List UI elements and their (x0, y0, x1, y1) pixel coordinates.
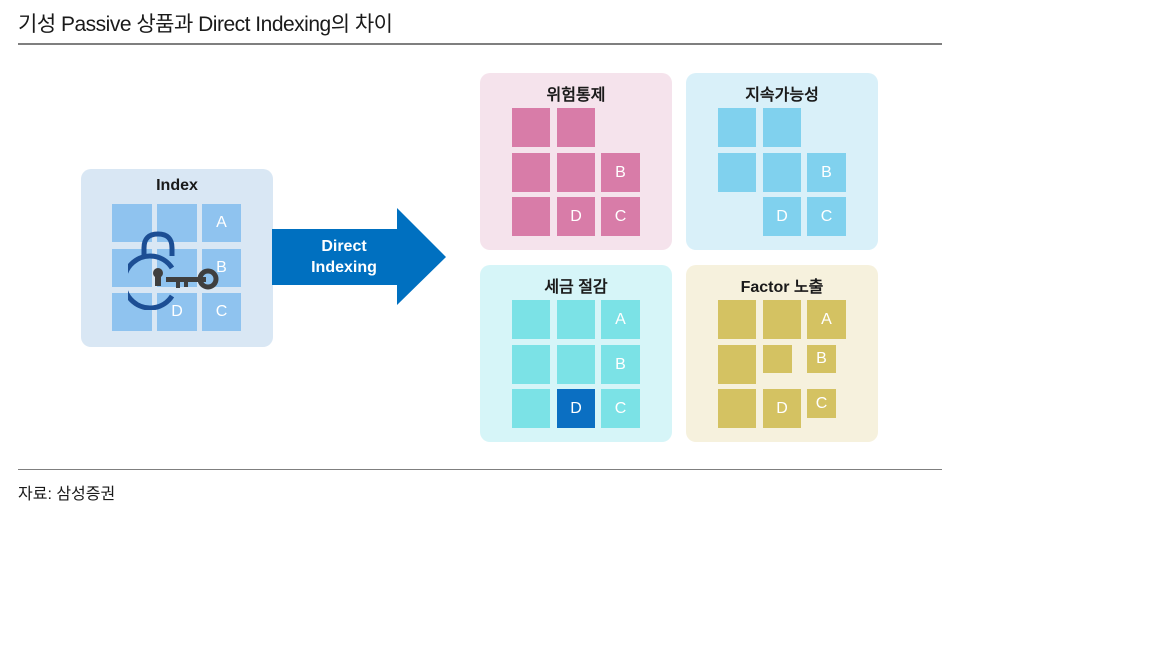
factor-cell-c: C (807, 389, 836, 418)
factor-cell (718, 389, 756, 428)
risk-control-cell (512, 153, 550, 192)
factor-cell-b: B (807, 345, 836, 373)
index-cell-d: D (157, 293, 197, 331)
tax-saving-cell-c: C (601, 389, 640, 428)
tax-saving-cell (557, 300, 595, 339)
risk-control-cell (512, 108, 550, 147)
direct-indexing-arrow (272, 208, 446, 305)
tax-saving-cell (512, 389, 550, 428)
risk-control-cell-d: D (557, 197, 595, 236)
tax-saving-cell (512, 300, 550, 339)
risk-control-cell (512, 197, 550, 236)
arrow-label: Direct Indexing (290, 236, 398, 278)
index-cell (112, 204, 152, 242)
risk-control-cell-c: C (601, 197, 640, 236)
arrow-label-line1: Direct (321, 238, 367, 255)
tax-saving-cell-d: D (557, 389, 595, 428)
tax-saving-title: 세금 절감 (544, 279, 608, 296)
factor-exposure-title: Factor 노출 (740, 279, 824, 296)
risk-control-title: 위험통제 (546, 87, 606, 104)
factor-cell (763, 300, 801, 339)
sustainability-cell-b: B (807, 153, 846, 192)
factor-cell (718, 300, 756, 339)
sustainability-title: 지속가능성 (745, 87, 819, 104)
index-cell-c: C (202, 293, 241, 331)
tax-saving-cell (512, 345, 550, 384)
title-divider (18, 43, 942, 45)
sustainability-cell (718, 108, 756, 147)
tax-saving-cell-b: B (601, 345, 640, 384)
index-cell-a: A (202, 204, 241, 242)
sustainability-cell-d: D (763, 197, 801, 236)
factor-cell-a: A (807, 300, 846, 339)
sustainability-cell (718, 153, 756, 192)
index-panel-title: Index (156, 177, 198, 194)
sustainability-cell (763, 108, 801, 147)
risk-control-cell-b: B (601, 153, 640, 192)
risk-control-cell (557, 108, 595, 147)
index-cell-b: B (202, 249, 241, 287)
factor-cell (718, 345, 756, 384)
factor-cell-d: D (763, 389, 801, 428)
tax-saving-cell-a: A (601, 300, 640, 339)
sustainability-cell (763, 153, 801, 192)
footer-divider (18, 469, 942, 470)
sustainability-cell-c: C (807, 197, 846, 236)
factor-cell (763, 345, 792, 373)
tax-saving-cell (557, 345, 595, 384)
page-title: 기성 Passive 상품과 Direct Indexing의 차이 (18, 13, 393, 36)
arrow-label-line2: Indexing (311, 259, 377, 276)
source-note: 자료: 삼성증권 (18, 486, 116, 503)
risk-control-cell (557, 153, 595, 192)
lock-key-icon (128, 231, 219, 310)
